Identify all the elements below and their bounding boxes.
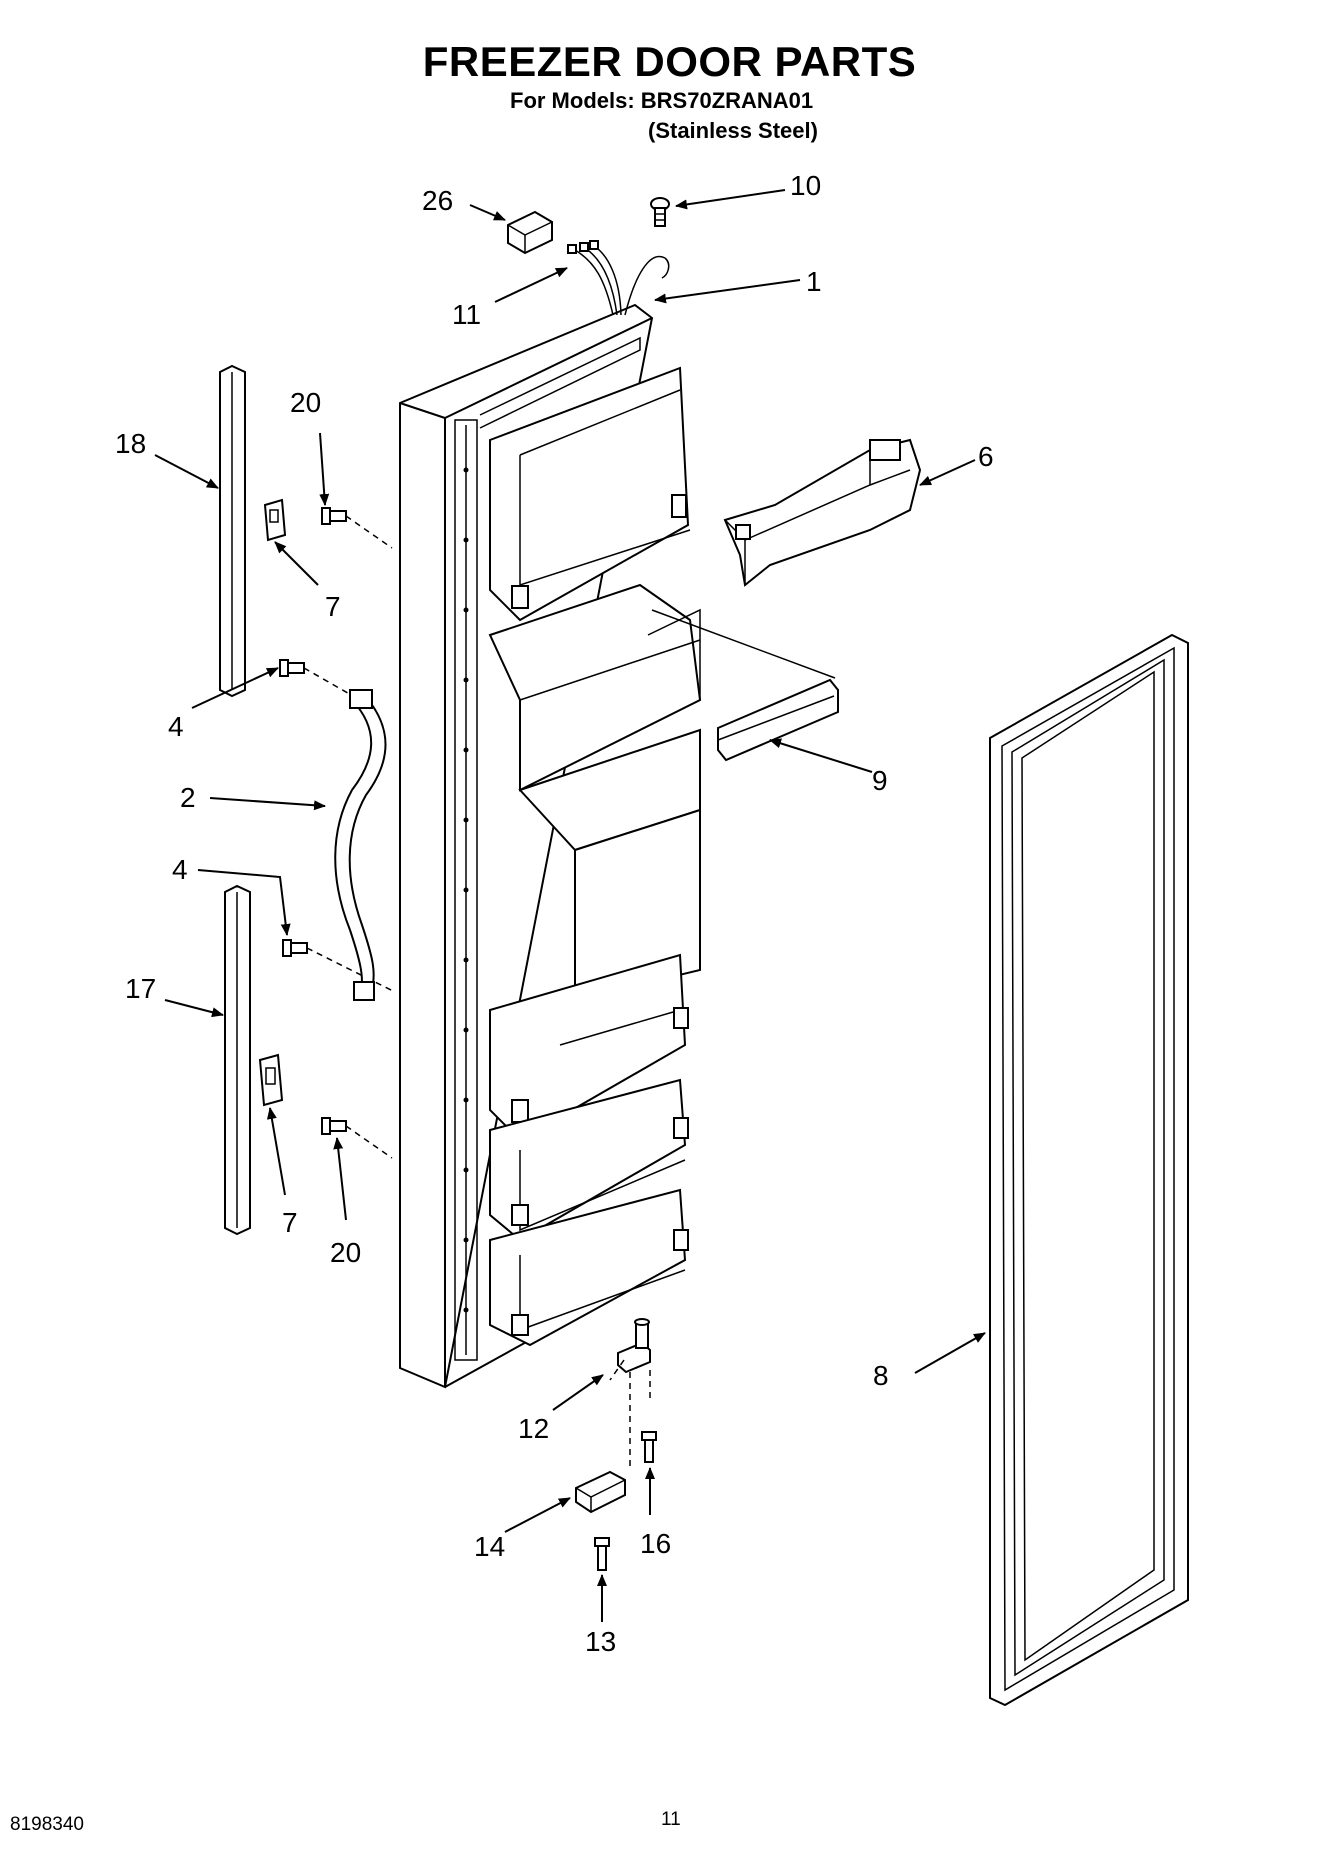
clip-part-7-upper [263, 498, 287, 542]
callout-4-lower: 4 [172, 854, 188, 885]
callout-7-lower: 7 [282, 1207, 298, 1238]
screw-part-4-lower [282, 939, 396, 993]
callout-8: 8 [873, 1360, 889, 1391]
document-number: 8198340 [10, 1814, 84, 1835]
screw-part-20-upper [321, 507, 393, 549]
page-title: FREEZER DOOR PARTS [422, 38, 917, 85]
handle-part-2 [334, 689, 387, 1001]
callout-9: 9 [872, 765, 888, 796]
screw-part-10 [650, 197, 670, 227]
callout-11: 11 [452, 299, 481, 330]
clip-part-7-lower [258, 1053, 284, 1107]
connector-part-26 [507, 210, 553, 255]
door-bin-part-6 [723, 438, 922, 587]
callout-20-lower: 20 [330, 1237, 361, 1268]
callout-20-upper: 20 [290, 387, 321, 418]
trim-part-9 [651, 609, 839, 762]
callout-12: 12 [518, 1413, 549, 1444]
screw-part-16 [641, 1431, 657, 1463]
callout-1: 1 [806, 266, 822, 297]
callout-16: 16 [640, 1528, 671, 1559]
trim-strip-part-17 [224, 884, 251, 1236]
callout-26: 26 [422, 185, 453, 216]
door-lower-bins [489, 953, 689, 1347]
door-top-bin [489, 366, 691, 622]
hinge-part-14 [575, 1470, 626, 1514]
callout-4-upper: 4 [168, 711, 184, 742]
screw-part-4-upper [279, 659, 361, 701]
door-screw-holes [463, 467, 469, 1313]
gasket-part-8 [989, 633, 1189, 1707]
screw-part-20-lower [321, 1117, 393, 1159]
trim-strip-part-18 [219, 364, 246, 698]
callout-2: 2 [180, 782, 196, 813]
page-number: 11 [661, 1809, 681, 1830]
callout-6: 6 [978, 441, 994, 472]
hinge-part-12 [609, 1318, 651, 1470]
freezer-door-assembly [399, 240, 702, 1389]
callout-7-upper: 7 [325, 591, 341, 622]
models-subtitle: For Models: BRS70ZRANA01 [510, 88, 814, 113]
dispenser-housing [488, 583, 702, 1002]
callout-17: 17 [125, 973, 156, 1004]
screw-part-13 [594, 1537, 610, 1571]
callout-14: 14 [474, 1531, 505, 1562]
callout-13: 13 [585, 1626, 616, 1657]
callout-18: 18 [115, 428, 146, 459]
callout-labels: 26 10 11 1 18 20 6 7 4 9 2 4 17 7 20 8 1… [115, 170, 994, 1657]
finish-subtitle: (Stainless Steel) [648, 118, 818, 143]
leader-lines [154, 189, 986, 1622]
callout-10: 10 [790, 170, 821, 201]
wire-harness [567, 240, 670, 316]
